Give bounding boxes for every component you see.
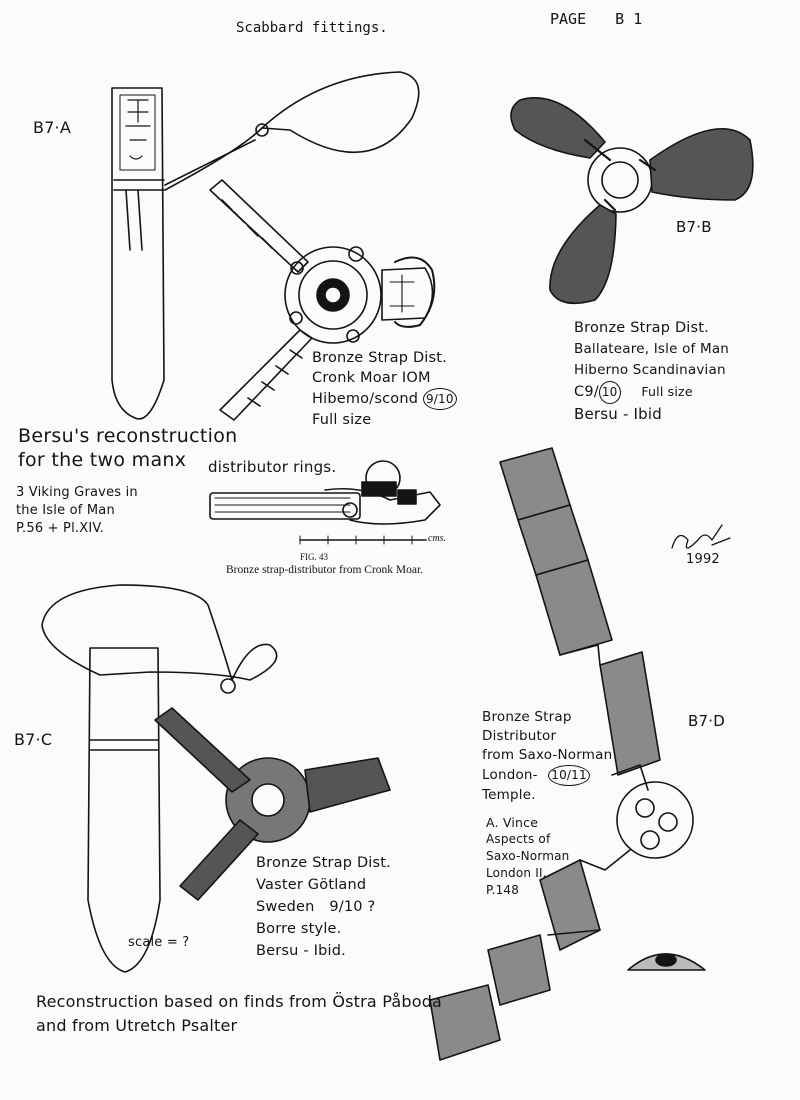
b7b-date-circled: 10 [598,381,621,404]
b7b-desc-line: Hiberno Scandinavian [574,362,726,378]
b7d-strap-drawing [429,447,731,1061]
b7c-scale: scale = ? [128,935,190,950]
fig43-number: FIG. 43 [300,552,329,562]
bersu-source-line: 3 Viking Graves in [16,485,138,500]
bersu-reconstruction-note: Bersu's reconstruction for the two manx [18,424,237,472]
b7d-id: B7·D [688,712,725,730]
b7d-desc-line: London- 10/11 [482,765,612,786]
b7c-ref: Bersu - Ibid. [256,943,346,959]
b7c-date: 9/10 ? [329,899,376,915]
b7a-id: B7·A [33,118,71,137]
b7d-desc-line: Distributor [482,728,557,744]
b7d-desc-line: Temple. [482,787,536,803]
bersu-line: for the two manx [18,449,187,471]
b7a-description: Bronze Strap Dist. Cronk Moar IOM Hibemo… [312,348,457,430]
b7d-source-line: Saxo-Norman [486,849,570,863]
b7d-desc-line: Bronze Strap [482,709,572,725]
b7b-trefoil-drawing [510,97,754,305]
b7d-source-line: P.148 [486,883,520,897]
b7a-desc-line: Hibemo/scond 9/10 [312,388,457,410]
b7a-desc-line: Cronk Moar IOM [312,370,431,386]
b7c-desc-line: Sweden 9/10 ? [256,896,391,918]
bersu-distributor: distributor rings. [208,458,337,476]
fig43-drawing [209,460,441,545]
b7b-id: B7·B [676,218,712,236]
b7d-date-circled: 10/11 [548,765,590,786]
bersu-line: Bersu's reconstruction [18,425,238,447]
b7c-description: Bronze Strap Dist. Vaster Götland Sweden… [256,852,391,962]
page-label: PAGE B 1 [550,10,642,28]
b7c-id: B7·C [14,730,53,749]
b7d-source-line: London II. [486,866,547,880]
fig43-caption: Bronze strap-distributor from Cronk Moar… [226,564,424,576]
signature-year: 1992 [686,552,720,567]
b7c-style: Borre style. [256,921,342,937]
b7b-date-prefix: C9/ [574,384,599,400]
b7d-source-line: Aspects of [486,832,551,846]
b7b-desc-line: Bersu - Ibid [574,405,662,423]
b7c-desc-line: Vaster Götland [256,877,367,893]
b7d-source-line: A. Vince [486,815,539,830]
footer-line: and from Utretch Psalter [36,1016,238,1035]
b7a-scabbard-drawing [111,71,436,421]
b7b-desc-line: Ballateare, Isle of Man [574,341,730,357]
b7d-desc-london: London- [482,767,538,783]
b7a-scale-circled: 9/10 [422,388,457,410]
b7d-source: A. Vince Aspects of Saxo-Norman London I… [486,814,570,899]
b7b-description: Bronze Strap Dist. Ballateare, Isle of M… [574,318,729,425]
b7a-desc-line: Full size [312,412,372,428]
fig43-unit: cms. [428,533,447,544]
b7b-size: Full size [641,384,693,399]
b7b-desc-line: C9/10 Full size [574,381,729,404]
bersu-source-line: P.56 + Pl.XIV. [16,521,105,536]
b7c-desc-line: Bronze Strap Dist. [256,855,391,871]
bersu-source-line: the Isle of Man [16,503,115,518]
page-number: B 1 [615,10,643,28]
bersu-source: 3 Viking Graves in the Isle of Man P.56 … [16,484,138,538]
b7b-desc-line: Bronze Strap Dist. [574,320,709,336]
b7d-desc-line: from Saxo-Norman [482,747,613,763]
page-label-word: PAGE [550,10,587,28]
b7a-desc-culture: Hibemo/scond [312,391,419,407]
footer-line: Reconstruction based on finds from Östra… [36,992,443,1011]
page-title: Scabbard fittings. [236,20,388,36]
footer-note: Reconstruction based on finds from Östra… [36,990,442,1038]
b7c-desc-country: Sweden [256,899,315,915]
b7d-description: Bronze Strap Distributor from Saxo-Norma… [482,708,612,805]
b7c-scabbard-drawing [41,584,391,973]
b7a-desc-line: Bronze Strap Dist. [312,350,447,366]
